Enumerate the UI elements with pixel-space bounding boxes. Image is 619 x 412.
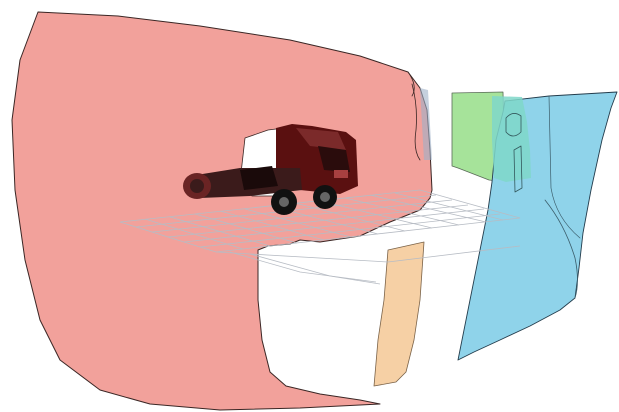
orange-floor-strip [374, 242, 424, 386]
